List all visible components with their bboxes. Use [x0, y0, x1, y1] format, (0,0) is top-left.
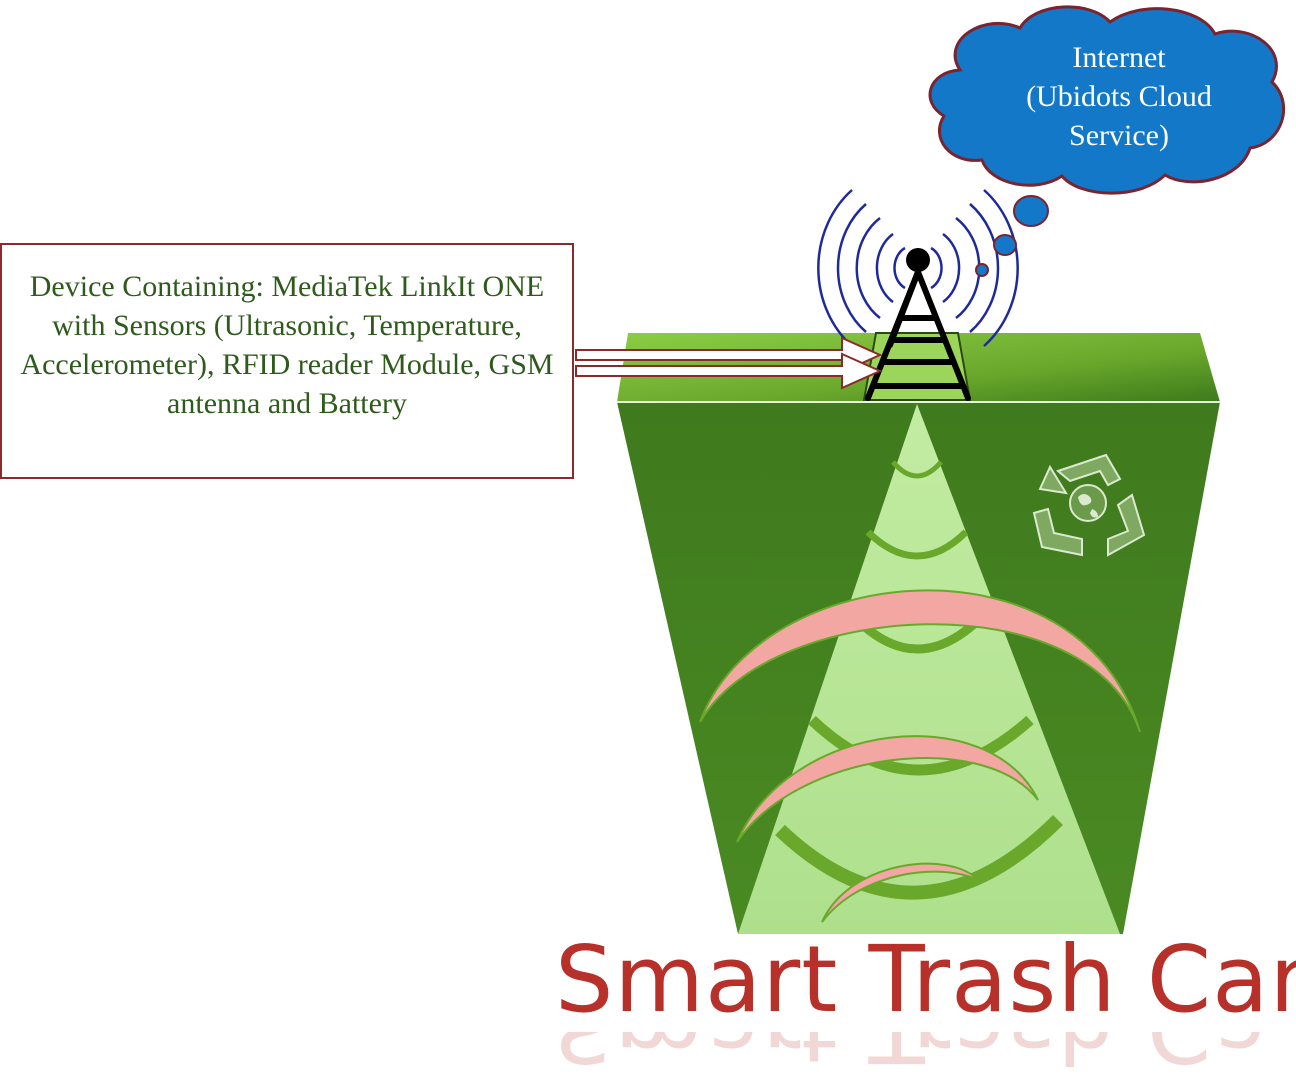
wave-top	[699, 589, 1141, 733]
cloud-label-line1: Internet	[1072, 41, 1166, 74]
ultrasonic-waves	[699, 589, 1141, 923]
trash-can	[617, 332, 1220, 934]
cloud-label: Internet (Ubidots Cloud Service)	[1000, 38, 1238, 155]
pointer-arrows	[575, 336, 883, 390]
cone-ripples	[775, 460, 1063, 900]
page-title-reflection: Smart Trash Can	[555, 1032, 1275, 1080]
cloud-label-line3: Service)	[1069, 119, 1169, 152]
cloud-icon	[928, 5, 1286, 277]
device-description-box: Device Containing: MediaTek LinkIt ONE w…	[0, 243, 574, 479]
device-description-text: Device Containing: MediaTek LinkIt ONE w…	[20, 270, 554, 420]
ultrasonic-cone	[738, 404, 1120, 934]
wave-middle	[736, 735, 1039, 843]
recycle-globe-icon	[1032, 453, 1146, 557]
wave-bottom	[821, 862, 979, 923]
arrow-lower	[575, 352, 883, 390]
cloud-label-line2: (Ubidots Cloud	[1026, 80, 1212, 113]
antenna-tower-icon	[817, 189, 1019, 401]
page-title: Smart Trash Can	[555, 926, 1296, 1033]
